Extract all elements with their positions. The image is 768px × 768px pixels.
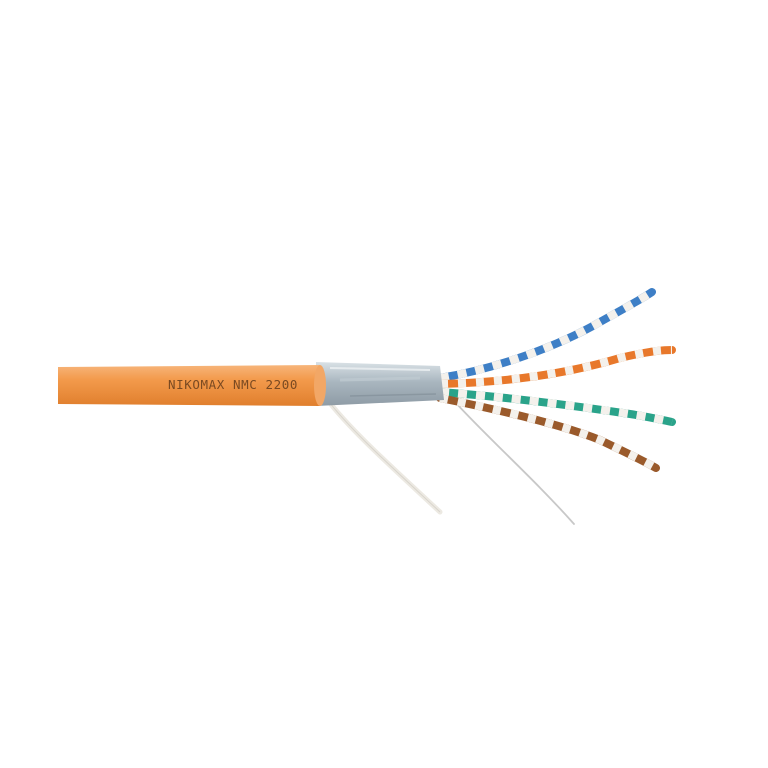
foil-shield [316, 362, 444, 406]
jacket-print-text: NIKOMAX NMC 2200 [168, 377, 298, 392]
ripcord [323, 395, 443, 515]
cable-jacket [0, 355, 326, 415]
twisted-pair-blue [436, 288, 656, 382]
twisted-pair-orange [436, 346, 676, 388]
drain-wire [454, 401, 575, 525]
twisted-pair-green [436, 388, 676, 426]
twisted-pair-brown [436, 394, 660, 472]
